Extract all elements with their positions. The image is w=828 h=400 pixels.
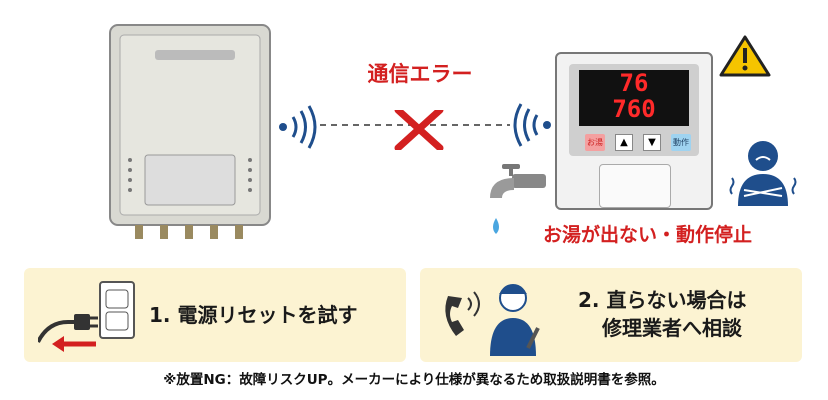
issue-label: お湯が出ない・動作停止	[542, 224, 752, 246]
step-2-label: 2. 直らない場合は 修理業者へ相談	[578, 288, 747, 340]
run-button[interactable]: 動作	[671, 134, 691, 151]
footnote: ※放置NG：故障リスクUP。メーカーにより仕様が異なるため取扱説明書を参照。	[163, 372, 665, 388]
broken-connection-line	[320, 110, 510, 150]
power-plug-icon	[38, 281, 135, 352]
signal-waves-icon	[279, 105, 317, 149]
signal-waves-icon	[513, 103, 551, 147]
step-1-label: 1. 電源リセットを試す	[149, 303, 358, 327]
remote-controller: 76 760 お湯 ▲ ▼ 動作	[555, 52, 713, 210]
water-heater-illustration	[109, 24, 271, 239]
remote-cover	[599, 164, 671, 208]
hot-water-button[interactable]: お湯	[585, 134, 605, 151]
communication-error-label: 通信エラー	[367, 62, 473, 86]
warning-icon	[719, 35, 771, 77]
up-button[interactable]: ▲	[615, 134, 633, 151]
step-card-reset: 1. 電源リセットを試す	[24, 268, 406, 362]
cold-person-icon	[729, 141, 797, 206]
remote-display: 76 760	[579, 70, 689, 126]
faucet-icon	[490, 164, 546, 234]
down-button[interactable]: ▼	[643, 134, 661, 151]
repair-technician-phone-icon	[445, 284, 540, 356]
step-card-repair: 2. 直らない場合は 修理業者へ相談	[420, 268, 802, 362]
